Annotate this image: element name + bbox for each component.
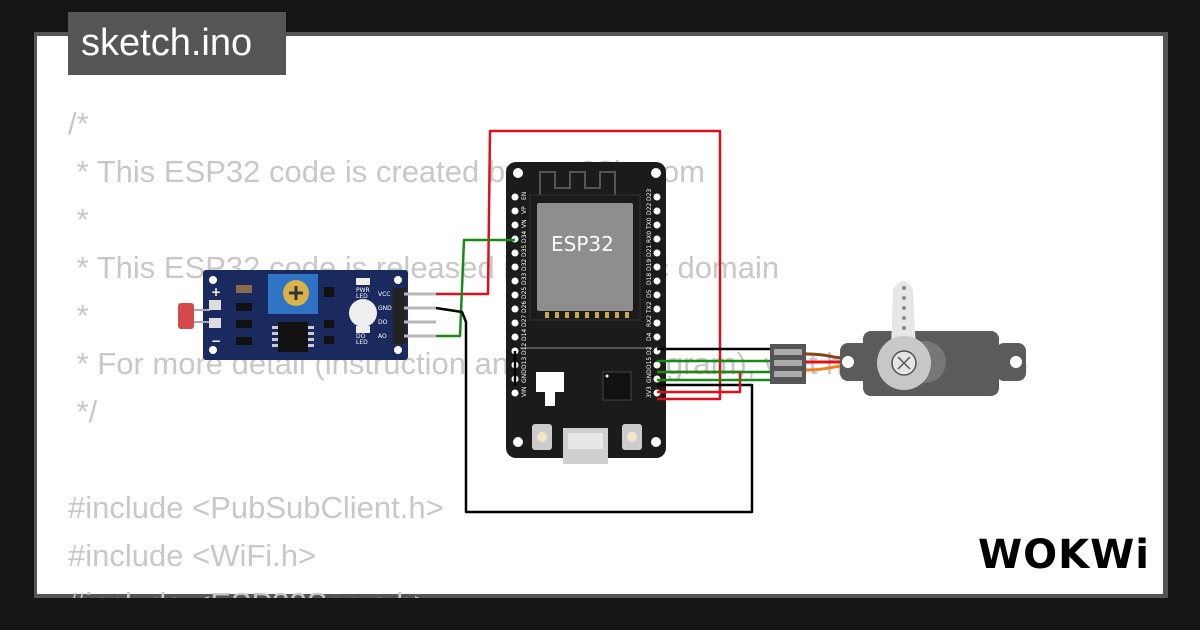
- esp-pin-label: GND: [646, 369, 653, 383]
- code-line: */: [68, 394, 98, 429]
- code-line: *: [68, 202, 89, 237]
- esp-pin-label: D4: [646, 332, 653, 341]
- esp-pin-label: D14: [521, 329, 528, 341]
- pwr-led-label: PWR: [356, 287, 370, 294]
- esp-pin-label: D12: [521, 343, 528, 355]
- file-tab[interactable]: sketch.ino: [68, 12, 286, 75]
- code-line: * This ESP32 code is created by esp32io.…: [68, 154, 705, 189]
- esp-pin-label: RX2: [646, 315, 653, 327]
- esp-pin-label: D18: [646, 273, 653, 285]
- esp-pin-label: TX2: [646, 301, 653, 314]
- esp-pin-label: D25: [521, 287, 528, 299]
- esp-pin-label: D15: [646, 357, 653, 369]
- potentiometer-icon[interactable]: [268, 274, 318, 314]
- esp-pin-label: D27: [521, 315, 528, 327]
- code-line: #include <WiFi.h>: [68, 538, 317, 573]
- esp-pin-label: 3V3: [646, 386, 653, 398]
- esp-pin-label: D13: [521, 357, 528, 369]
- wires: [435, 129, 772, 514]
- footer-bar: [0, 598, 1200, 630]
- esp-pin-label: EN: [521, 192, 528, 200]
- servo-motor[interactable]: [770, 281, 1026, 396]
- code-line: *: [68, 298, 89, 333]
- wire-ao[interactable]: [436, 238, 515, 338]
- esp-pin-label: VIN: [521, 387, 528, 397]
- esp-pin-label: VP: [521, 206, 528, 214]
- code-line: /*: [68, 106, 89, 141]
- wokwi-logo: WOKWi: [978, 532, 1150, 578]
- esp-pin-label: D21: [646, 245, 653, 257]
- antenna-icon: [539, 171, 616, 195]
- esp-pin-label: D34: [521, 231, 528, 243]
- esp-pin-label: D23: [646, 189, 653, 201]
- esp-pin-label: GND: [521, 369, 528, 383]
- esp-pin-label: D5: [646, 289, 653, 298]
- photoresistor-icon: [178, 303, 210, 329]
- do-led-label: DO: [356, 333, 366, 340]
- pin-label-vcc: VCC: [378, 291, 390, 298]
- esp-pin-label: RX0: [646, 231, 653, 243]
- esp-pin-label: D2: [646, 346, 653, 355]
- usb-port-icon: [563, 428, 608, 464]
- wire-gnd[interactable]: [435, 306, 754, 514]
- minus-label: −: [211, 334, 221, 348]
- esp32-board[interactable]: ESP32: [506, 162, 666, 464]
- svg-text:LED: LED: [356, 339, 368, 346]
- esp-pin-label: D35: [521, 245, 528, 257]
- esp-pin-label: D33: [521, 273, 528, 285]
- plus-label: +: [211, 285, 221, 299]
- pin-label-gnd: GND: [378, 305, 392, 312]
- esp-pin-label: D26: [521, 301, 528, 313]
- servo-horn-icon[interactable]: [877, 281, 931, 390]
- wire-servo-vcc[interactable]: [657, 370, 742, 394]
- code-line: #include <PubSubClient.h>: [68, 490, 444, 525]
- wire-vcc[interactable]: [436, 129, 722, 401]
- svg-text:LED: LED: [356, 293, 368, 300]
- logo-text: WOKWi: [978, 532, 1150, 578]
- pin-label-ao: AO: [378, 333, 387, 340]
- esp-pin-label: VN: [521, 219, 528, 228]
- ldr-module[interactable]: + − PWR LED DO LED VCC: [178, 270, 436, 360]
- pin-label-do: DO: [378, 319, 388, 326]
- esp-pin-label: D22: [646, 203, 653, 215]
- esp-pin-label: D32: [521, 259, 528, 271]
- chip-label: ESP32: [551, 232, 614, 256]
- esp-pin-label: D19: [646, 259, 653, 271]
- esp-pin-label: TX0: [646, 217, 653, 230]
